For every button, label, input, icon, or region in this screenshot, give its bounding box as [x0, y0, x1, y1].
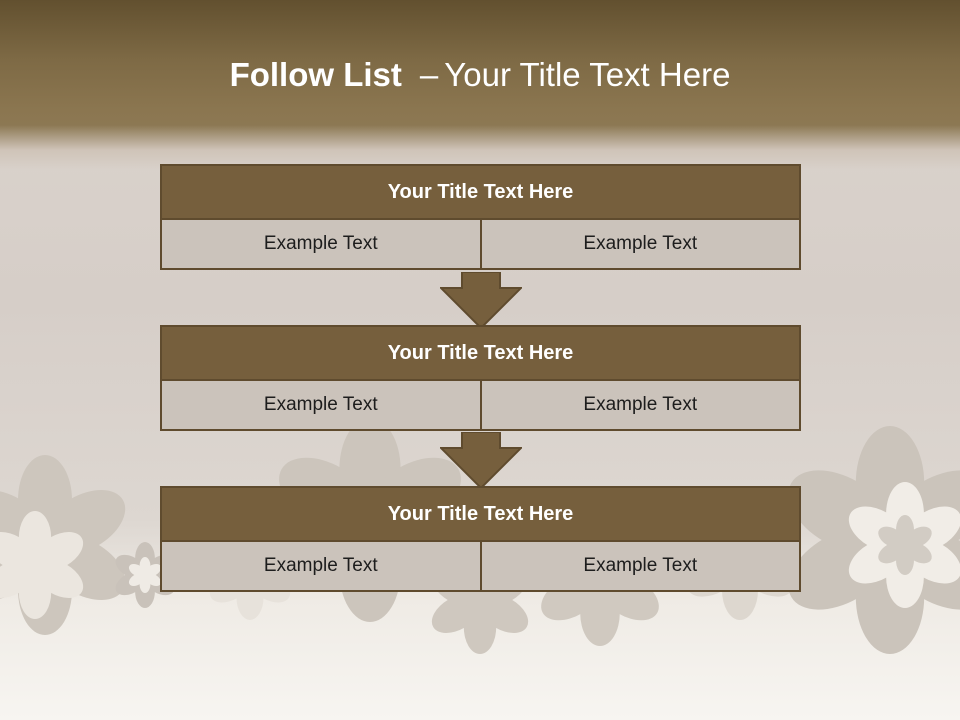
slide-title: Follow List–Your Title Text Here	[0, 56, 960, 94]
block-row: Example Text Example Text	[160, 220, 801, 270]
block-header: Your Title Text Here	[160, 486, 801, 542]
list-block-2: Your Title Text Here Example Text Exampl…	[160, 325, 801, 431]
header-band	[0, 0, 960, 170]
down-arrow-icon	[440, 432, 522, 490]
block-header: Your Title Text Here	[160, 325, 801, 381]
title-bold-text: Follow List	[229, 56, 402, 93]
block-header: Your Title Text Here	[160, 164, 801, 220]
title-dash: –	[419, 56, 439, 93]
block-row: Example Text Example Text	[160, 381, 801, 431]
block-cell-left: Example Text	[160, 381, 482, 431]
title-rest-text: Your Title Text Here	[444, 56, 731, 93]
list-block-3: Your Title Text Here Example Text Exampl…	[160, 486, 801, 592]
block-cell-left: Example Text	[160, 542, 482, 592]
down-arrow-icon	[440, 272, 522, 330]
block-cell-right: Example Text	[479, 381, 801, 431]
block-cell-right: Example Text	[479, 542, 801, 592]
block-row: Example Text Example Text	[160, 542, 801, 592]
block-cell-left: Example Text	[160, 220, 482, 270]
list-block-1: Your Title Text Here Example Text Exampl…	[160, 164, 801, 270]
block-cell-right: Example Text	[479, 220, 801, 270]
